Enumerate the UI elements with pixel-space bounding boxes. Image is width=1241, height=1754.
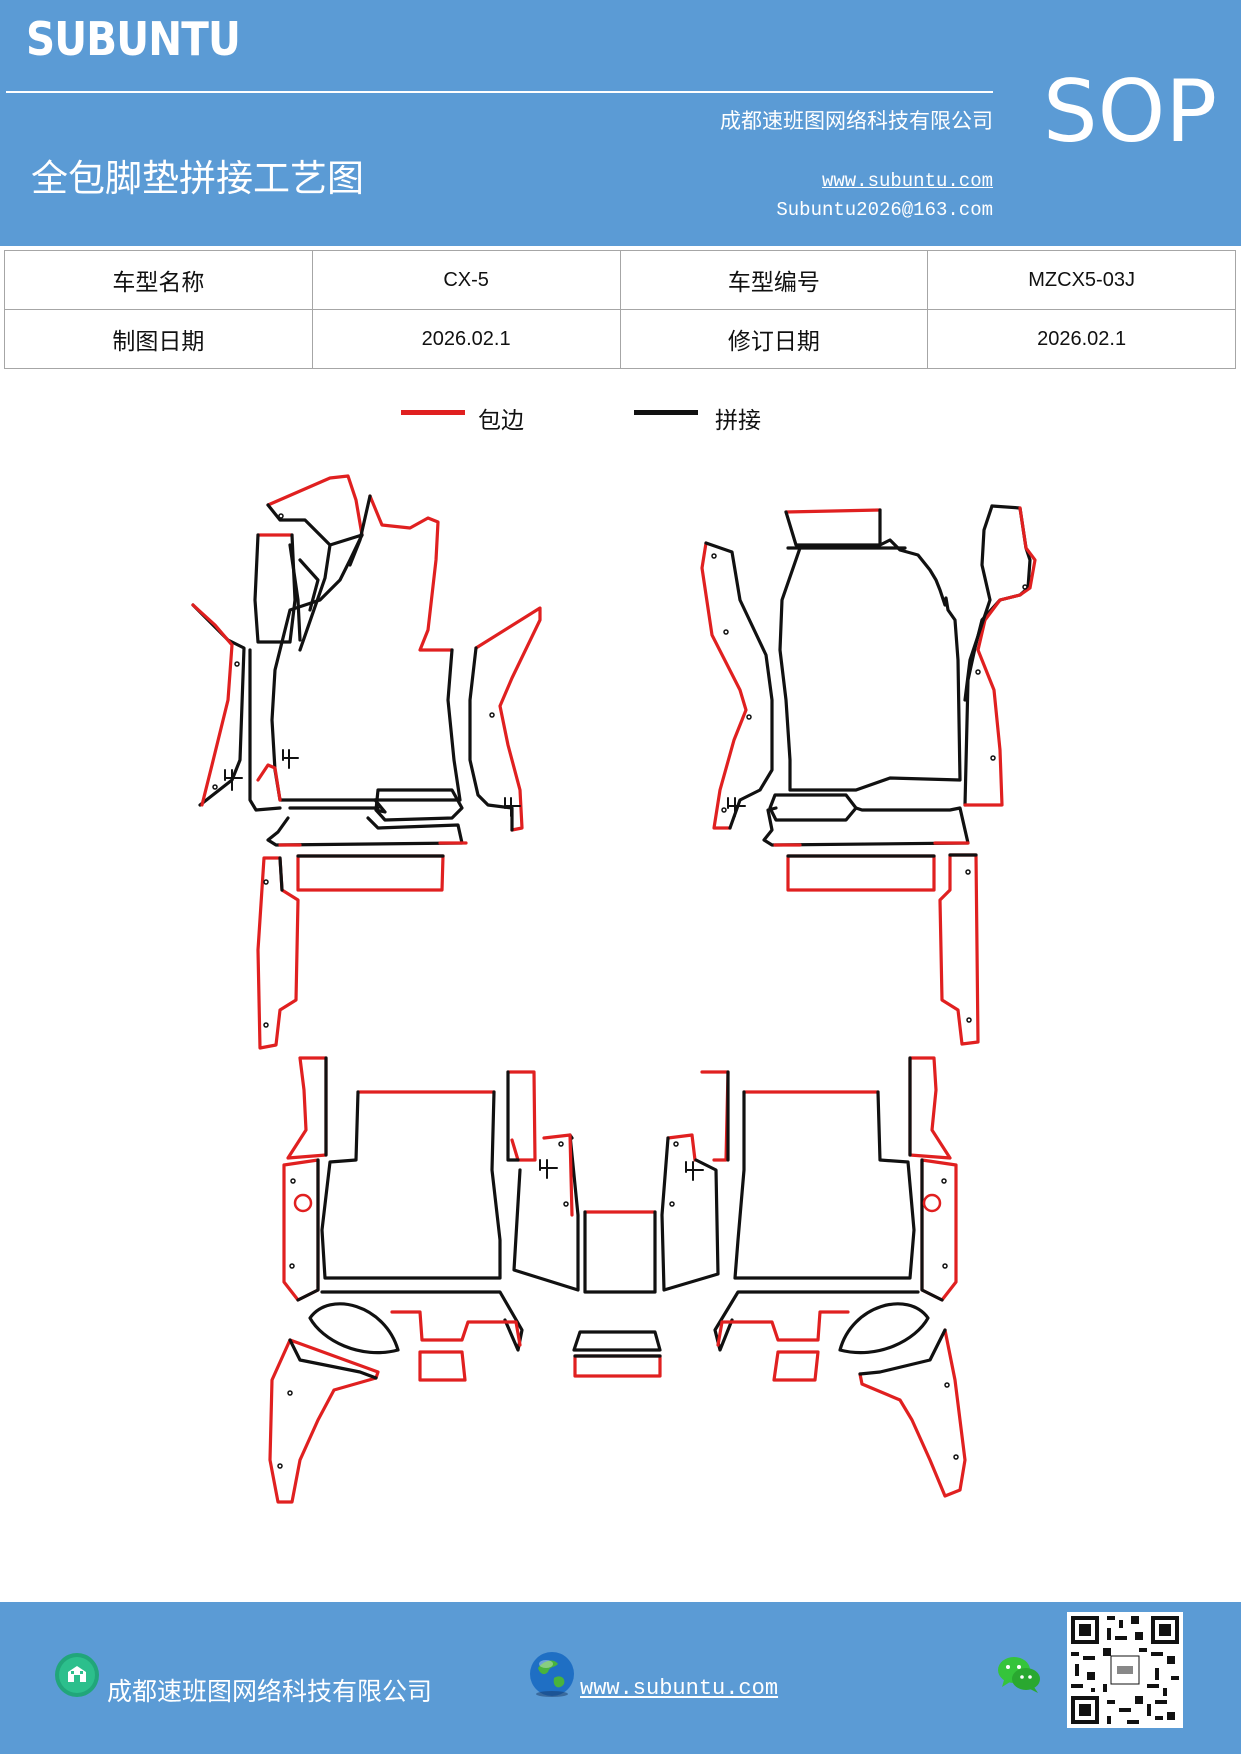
vehicle-info-table: 车型名称 CX-5 车型编号 MZCX5-03J 制图日期 2026.02.1 … [4, 250, 1236, 369]
table-row: 制图日期 2026.02.1 修订日期 2026.02.1 [4, 309, 1236, 369]
rear-section [268, 1056, 967, 1504]
legend-label-seam: 拼接 [715, 408, 761, 434]
brand-logo: SUBUNTU [26, 12, 241, 66]
document-title: 全包脚垫拼接工艺图 [31, 157, 364, 200]
building-icon [54, 1652, 100, 1702]
model-name-label: 车型名称 [4, 250, 313, 310]
draw-date-label: 制图日期 [4, 309, 313, 369]
legend: 包边 拼接 [0, 401, 1241, 441]
footer-website-link[interactable]: www.subuntu.com [580, 1676, 779, 1701]
table-row: 车型名称 CX-5 车型编号 MZCX5-03J [4, 250, 1236, 310]
legend-label-edge: 包边 [478, 408, 524, 434]
front-left-section [191, 474, 542, 1050]
floor-mat-splice-diagram [191, 474, 1037, 1504]
wechat-icon[interactable] [996, 1654, 1042, 1698]
revision-date-value: 2026.02.1 [927, 309, 1236, 369]
globe-icon [528, 1650, 576, 1702]
model-code-label: 车型编号 [619, 250, 929, 310]
footer-company-name: 成都速班图网络科技有限公司 [107, 1677, 433, 1706]
sop-badge: SOP [1043, 62, 1218, 162]
front-right-section [700, 504, 1037, 1046]
revision-date-label: 修订日期 [619, 309, 929, 369]
model-name-value: CX-5 [311, 250, 621, 310]
company-name: 成都速班图网络科技有限公司 [720, 109, 993, 133]
header-divider [6, 91, 993, 93]
website-link[interactable]: www.subuntu.com [821, 170, 993, 192]
draw-date-value: 2026.02.1 [311, 309, 621, 369]
legend-swatch-seam [634, 410, 698, 415]
footer-band: 成都速班图网络科技有限公司 www.subuntu.com [0, 1602, 1241, 1754]
model-code-value: MZCX5-03J [927, 250, 1236, 310]
qr-code[interactable] [1067, 1612, 1183, 1732]
contact-email[interactable]: Subuntu2026@163.com [776, 199, 993, 221]
legend-swatch-edge [401, 410, 465, 415]
header-band: SUBUNTU 成都速班图网络科技有限公司 全包脚垫拼接工艺图 www.subu… [0, 0, 1241, 246]
